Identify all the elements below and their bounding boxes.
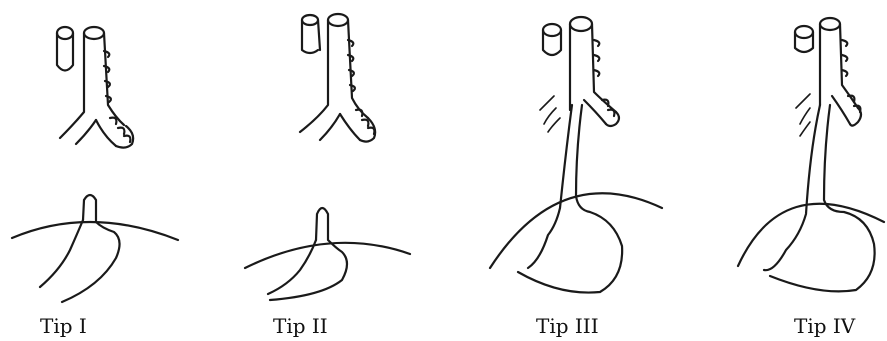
stomach-with-distal-pouch: [12, 195, 178, 302]
panel-type-2: [245, 14, 410, 300]
upper-esophageal-pouch: [543, 24, 561, 55]
trachea: [60, 27, 133, 148]
type-4-label: Tip IV: [794, 315, 855, 337]
panel-type-1: [12, 27, 178, 302]
upper-esophageal-pouch: [302, 15, 320, 53]
panel-type-4: [738, 18, 884, 291]
upper-esophageal-pouch: [795, 26, 813, 52]
panel-type-3: [490, 17, 662, 293]
type-2-label: Tip II: [273, 315, 328, 337]
upper-esophageal-pouch: [57, 27, 73, 71]
esophagus-and-stomach: [738, 105, 884, 291]
stomach-with-distal-pouch: [245, 208, 410, 300]
type-3-label: Tip III: [536, 315, 599, 337]
type-1-label: Tip I: [40, 315, 87, 337]
trachea: [300, 14, 375, 142]
esophagus-and-stomach: [490, 105, 662, 293]
